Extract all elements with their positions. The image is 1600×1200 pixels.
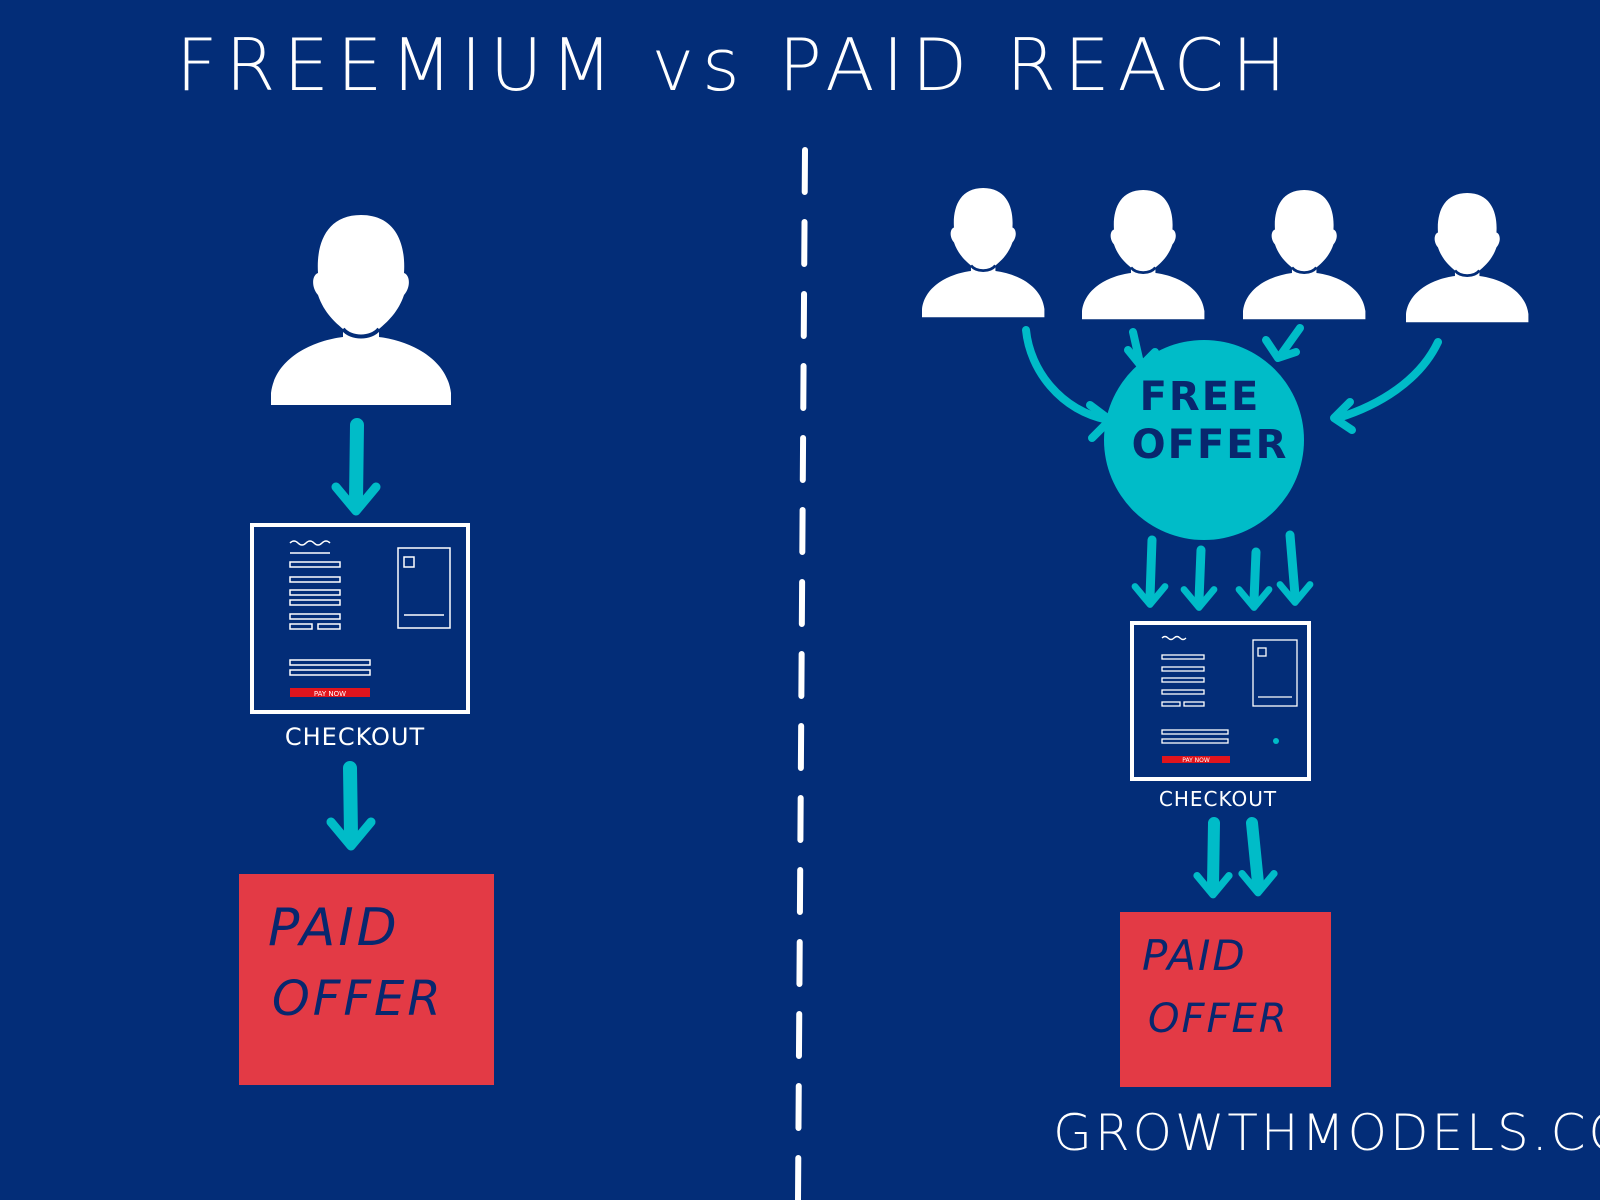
left-pay-button-label: PAY NOW	[314, 690, 346, 698]
right-user-icon-4	[1404, 191, 1530, 324]
left-paid-offer-line2: OFFER	[272, 971, 444, 1027]
right-paid-offer-line2: OFFER	[1148, 996, 1289, 1042]
right-checkout-label: CHECKOUT	[1159, 787, 1277, 811]
left-checkout-form-icon: PAY NOW	[250, 523, 470, 714]
right-arrows-to-checkout	[1135, 530, 1310, 608]
right-paid-offer-line1: PAID	[1142, 931, 1247, 980]
right-user-icon-2	[1080, 188, 1206, 321]
right-pay-button-label: PAY NOW	[1182, 757, 1210, 764]
left-checkout-label: CHECKOUT	[285, 723, 425, 751]
free-offer-circle: FREE OFFER	[1104, 340, 1304, 540]
free-offer-line2: OFFER	[1132, 422, 1289, 468]
brand-label: GROWTHMODELS.CO	[1053, 1104, 1600, 1162]
page-title: FREEMIUM vs PAID REACH	[176, 23, 1294, 107]
right-arrows-to-paid-offer	[1197, 817, 1274, 895]
left-user-icon	[269, 213, 453, 407]
left-paid-offer-box: PAID OFFER	[239, 874, 494, 1085]
right-user-icon-3	[1241, 188, 1367, 321]
right-checkout-form-icon: PAY NOW	[1130, 621, 1311, 781]
left-arrow-checkout-to-paid	[331, 761, 371, 846]
left-arrow-user-to-checkout	[336, 418, 376, 511]
right-user-icon-1	[920, 186, 1046, 319]
free-offer-line1: FREE	[1140, 374, 1261, 420]
right-paid-offer-box: PAID OFFER	[1120, 912, 1331, 1087]
right-arrows-to-free-offer	[1022, 324, 1442, 442]
divider-line	[795, 147, 808, 1200]
left-paid-offer-line1: PAID	[268, 898, 400, 958]
